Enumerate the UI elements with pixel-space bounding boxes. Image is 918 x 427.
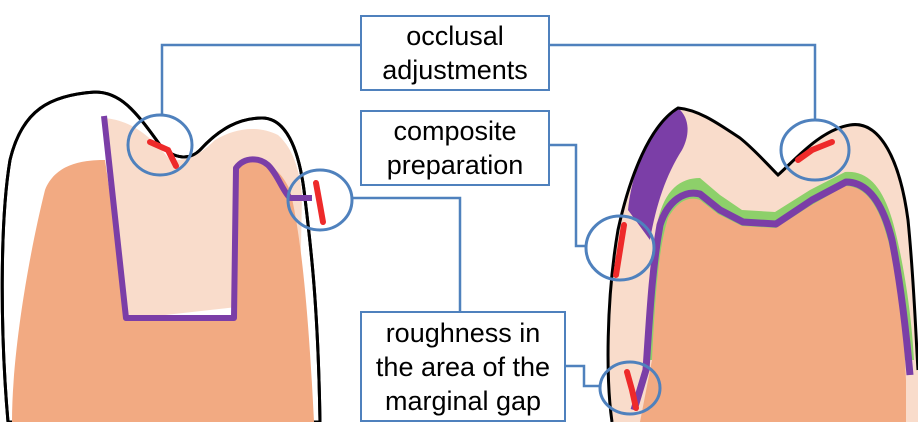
leader-roughness-left xyxy=(352,198,460,311)
label-roughness-marginal-gap: roughness in the area of the marginal ga… xyxy=(360,311,566,422)
label-roughness-line-1: roughness in xyxy=(386,316,541,350)
label-occlusal-adjustments: occlusal adjustments xyxy=(360,15,550,91)
left-margin-defect xyxy=(316,183,323,222)
left-tooth xyxy=(2,92,352,422)
label-roughness-line-3: marginal gap xyxy=(385,384,541,418)
label-roughness-line-2: the area of the xyxy=(376,350,550,384)
leader-roughness-right xyxy=(566,366,600,386)
leader-occlusal-left xyxy=(162,45,360,115)
label-occlusal-line-2: adjustments xyxy=(382,53,528,87)
label-occlusal-line-1: occlusal xyxy=(406,19,504,53)
leader-composite xyxy=(550,145,586,246)
right-tooth xyxy=(586,108,918,422)
label-composite-line-2: preparation xyxy=(387,148,524,182)
label-composite-line-1: composite xyxy=(393,114,516,148)
label-composite-preparation: composite preparation xyxy=(360,110,550,186)
